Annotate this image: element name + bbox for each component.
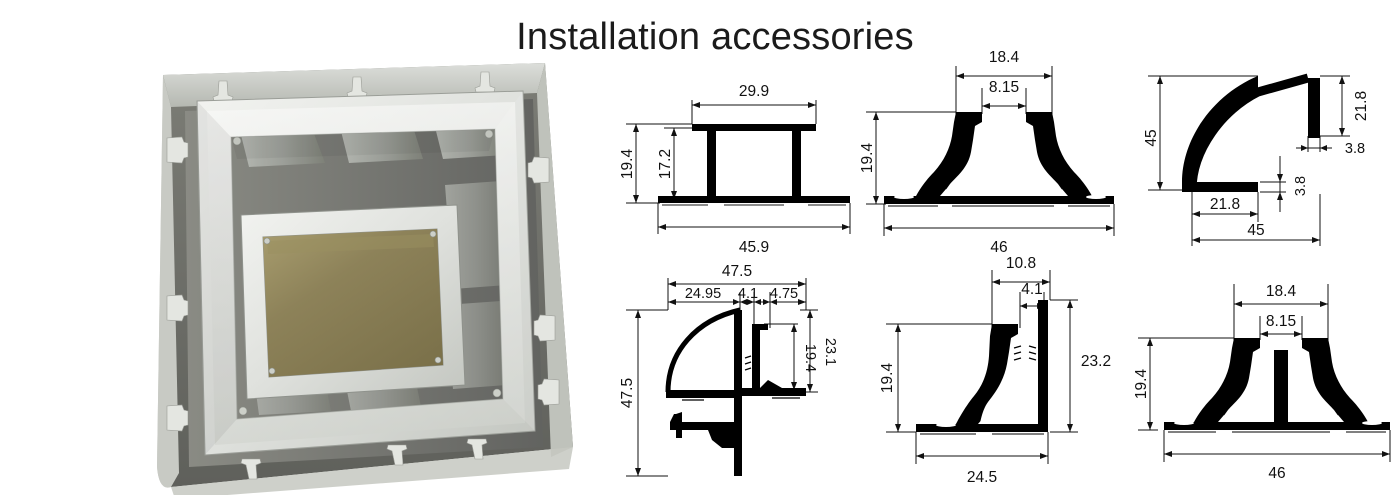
profile-serrations-6 [1241, 355, 1321, 371]
profile-serrations-2 [963, 129, 1045, 145]
profile-serrations-4 [682, 355, 800, 401]
drawing-double-flange-with-rib: 18.4 8.15 19.4 46 [1124, 262, 1400, 492]
dim-left-height-5: 19.4 [879, 363, 896, 394]
dim-segment-b-4: 4.1 [738, 286, 758, 302]
profile-base-notches-5 [936, 417, 990, 427]
dim-height-2: 19.4 [859, 143, 876, 174]
dim-bottom-width-1: 45.9 [739, 239, 769, 256]
page-title: Installation accessories [0, 16, 1400, 59]
drawing-corner-profile: 47.5 24.95 4.1 4.75 47.5 23.1 19.4 [612, 262, 862, 494]
dim-overall-height-1: 19.4 [619, 149, 636, 180]
profile-serrations-5 [1013, 345, 1037, 361]
dim-bottom-leg-3: 21.8 [1210, 196, 1240, 213]
dim-inner-gap-5: 4.1 [1021, 281, 1043, 298]
dim-inner-gap-2: 8.15 [989, 79, 1019, 96]
profile-shape-1 [658, 124, 850, 203]
profile-base-notches-6 [1174, 415, 1382, 425]
profile-base-notches-2 [894, 189, 1106, 199]
photo-inner-panel [263, 229, 443, 377]
drawing-quarter-round-corner: 45 21.8 3.8 3.8 21.8 45 [1134, 52, 1400, 258]
photo-screws [232, 129, 502, 416]
dim-bottom-width-6: 46 [1268, 465, 1285, 482]
dim-right-height-inner-4: 19.4 [802, 344, 818, 372]
dim-bottom-width-5: 24.5 [967, 469, 997, 486]
drawing-h-profile: 29.9 19.4 17.2 45.9 [612, 72, 874, 262]
dim-bottom-width-2: 46 [990, 239, 1007, 256]
dim-inner-height-1: 17.2 [657, 149, 674, 179]
dim-right-height-3: 21.8 [1353, 91, 1370, 121]
dim-overall-width-3: 45 [1247, 222, 1264, 239]
dim-left-height-3: 45 [1143, 129, 1160, 146]
photo-clip-brackets [166, 71, 560, 480]
dim-segment-a-4: 24.95 [685, 286, 721, 302]
dim-right-height-outer-4: 23.1 [822, 338, 838, 366]
dim-top-width-5: 10.8 [1006, 255, 1036, 272]
dim-height-6: 19.4 [1133, 369, 1150, 400]
page-title-text: Installation accessories [516, 16, 914, 58]
profile-shape-4 [665, 307, 806, 476]
dim-thickness-horizontal-3: 3.8 [1345, 141, 1365, 157]
profile-shape-3 [1182, 73, 1320, 192]
dim-left-height-4: 47.5 [619, 378, 636, 408]
dim-top-width-1: 29.9 [739, 83, 769, 100]
dim-thickness-vertical-3: 3.8 [1293, 176, 1309, 196]
dim-outer-top-2: 18.4 [989, 49, 1020, 66]
dim-outer-top-6: 18.4 [1266, 283, 1297, 300]
dim-segment-c-4: 4.75 [770, 286, 798, 302]
profile-shape-2 [884, 112, 1114, 204]
profile-shape-5 [916, 300, 1048, 432]
photo-shading [197, 91, 535, 455]
drawing-edge-end-profile: 10.8 4.1 19.4 23.2 24.5 [868, 255, 1124, 494]
profile-shape-6 [1164, 338, 1390, 430]
dim-inner-gap-6: 8.15 [1266, 313, 1296, 330]
drawing-double-flange: 18.4 8.15 19.4 46 [852, 44, 1122, 260]
dim-overall-width-4: 47.5 [722, 263, 752, 280]
dim-right-height-5: 23.2 [1081, 353, 1111, 370]
frame-assembly-photo [145, 55, 580, 495]
photo-bright-frame [196, 90, 536, 456]
